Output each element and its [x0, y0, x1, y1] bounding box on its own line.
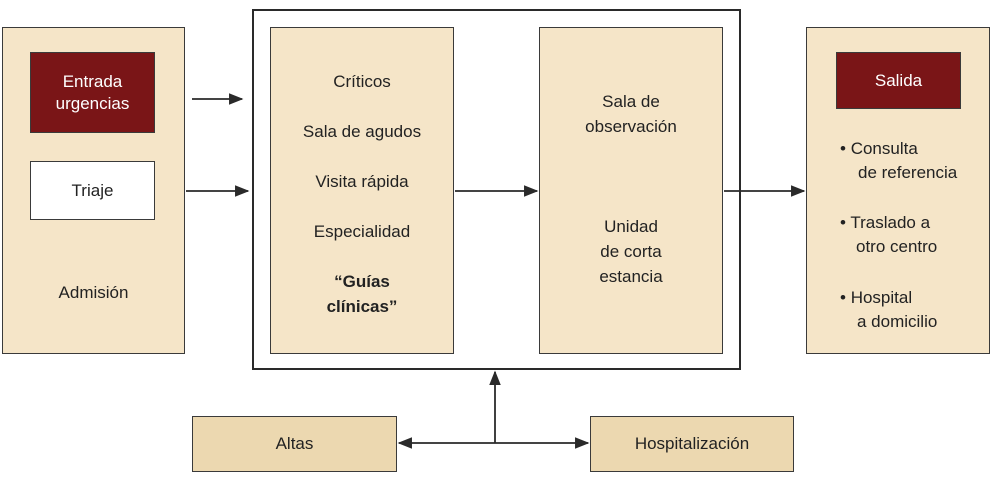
exit-item-hospital-cont: a domicilio	[857, 310, 937, 334]
exit-item-consulta-cont: de referencia	[858, 161, 957, 185]
altas-box: Altas	[192, 416, 397, 472]
exit-item-traslado: • Traslado a	[840, 211, 930, 235]
exit-item-hospital: • Hospital	[840, 286, 912, 310]
admision-label: Admisión	[58, 283, 129, 302]
care-areas-box	[270, 27, 454, 354]
salida-box: Salida	[836, 52, 961, 109]
area-sala-agudos: Sala de agudos	[302, 122, 422, 141]
bullet-icon: •	[840, 139, 846, 158]
consulta-line-2: de referencia	[858, 163, 958, 182]
salida-label: Salida	[874, 70, 923, 90]
altas-label: Altas	[275, 434, 314, 453]
unidad-line-3: estancia	[599, 267, 663, 286]
entrada-urgencias-box: Entrada urgencias	[30, 52, 155, 133]
area-especialidad: Especialidad	[313, 222, 411, 241]
triaje-label: Triaje	[71, 180, 114, 200]
observation-box	[539, 27, 723, 354]
urgencias-label: urgencias	[55, 93, 130, 113]
guias-line-1: “Guías	[334, 272, 390, 291]
traslado-line-1: Traslado a	[850, 213, 931, 232]
traslado-line-2: otro centro	[856, 237, 938, 256]
hospital-line-2: a domicilio	[857, 312, 938, 331]
bullet-icon: •	[840, 288, 846, 307]
exit-item-traslado-cont: otro centro	[856, 235, 937, 259]
sala-line-2: observación	[585, 117, 677, 136]
unidad-line-1: Unidad	[604, 217, 658, 236]
unidad-line-2: de corta	[600, 242, 662, 261]
entrada-label: Entrada	[62, 71, 123, 91]
area-visita-rapida: Visita rápida	[315, 172, 409, 191]
area-criticos: Críticos	[333, 72, 391, 91]
bullet-icon: •	[840, 213, 846, 232]
emergency-areas-frame	[252, 9, 741, 370]
triaje-box: Triaje	[30, 161, 155, 220]
hospitalizacion-box: Hospitalización	[590, 416, 794, 472]
guias-line-2: clínicas”	[326, 297, 398, 316]
hospitalizacion-label: Hospitalización	[634, 434, 750, 453]
consulta-line-1: Consulta	[850, 139, 918, 158]
exit-item-consulta: • Consulta	[840, 137, 918, 161]
sala-line-1: Sala de	[602, 92, 660, 111]
hospital-line-1: Hospital	[850, 288, 913, 307]
